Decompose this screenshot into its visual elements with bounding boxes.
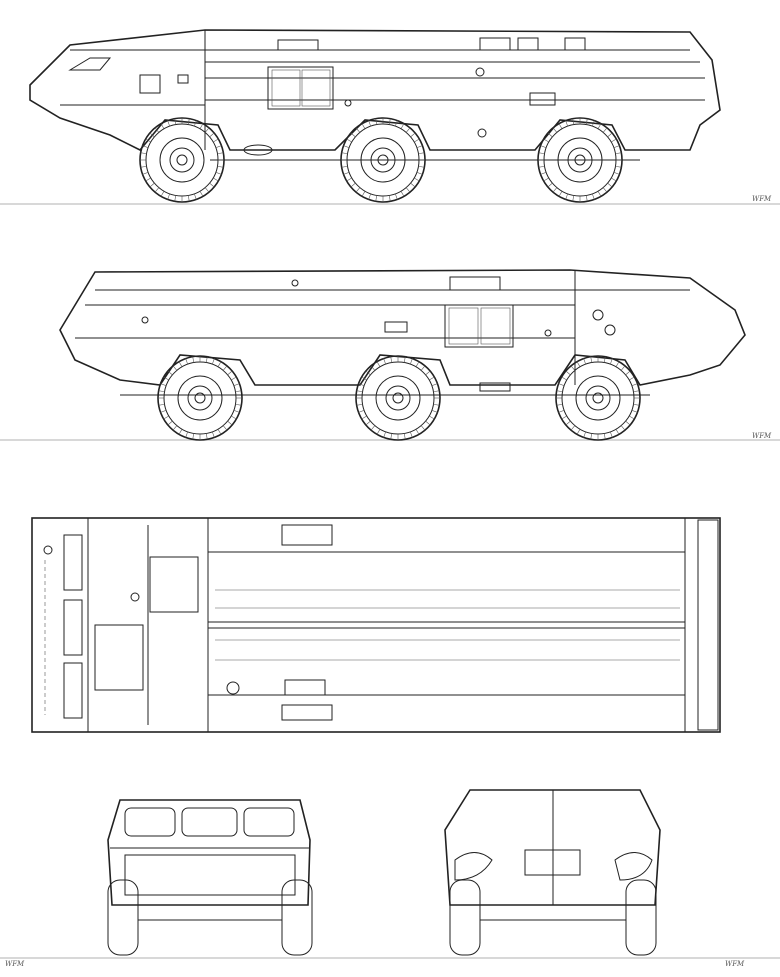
wheel bbox=[355, 355, 441, 441]
wheel bbox=[537, 117, 623, 203]
wheel bbox=[555, 355, 641, 441]
front-view bbox=[107, 799, 313, 956]
top-view bbox=[31, 517, 721, 733]
wheel bbox=[139, 117, 225, 203]
signature-3: WFM bbox=[5, 960, 25, 968]
signature-4: WFM bbox=[725, 960, 745, 968]
wheel bbox=[340, 117, 426, 203]
signature-2: WFM bbox=[752, 432, 772, 440]
wheel bbox=[157, 355, 243, 441]
rear-view bbox=[444, 789, 661, 956]
signature-1: WFM bbox=[752, 195, 772, 203]
